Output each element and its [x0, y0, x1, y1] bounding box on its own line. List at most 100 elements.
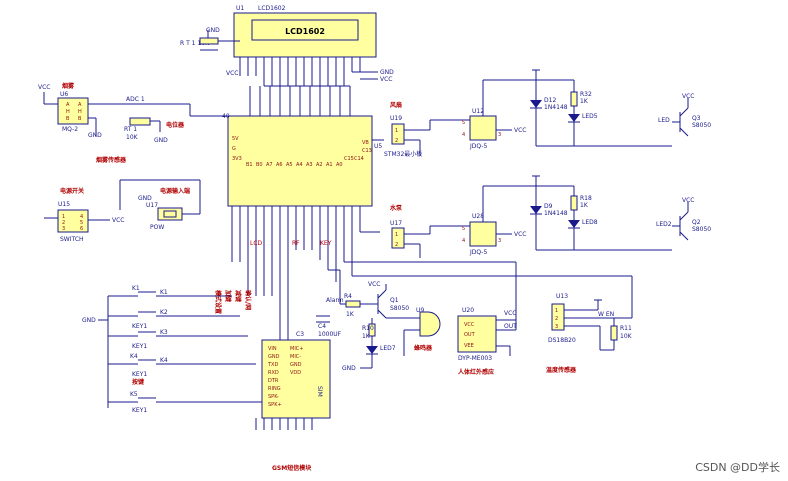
fan-relay-pin-4: 4	[462, 132, 465, 138]
stm32-board: 40 U5 STM32最小板 5V G 3V3 B1 B0 A7 A6 A5 A…	[189, 85, 422, 340]
stm32-body	[227, 115, 373, 207]
stm32-net-rf: RF	[292, 240, 300, 247]
ds18b20-pin-2: 2	[555, 316, 558, 322]
pump-connector	[391, 227, 405, 249]
stm32-pin-5v: 5V	[232, 136, 239, 142]
pir-vcc: VCC	[504, 310, 516, 317]
key-fn-1: 模式设置	[214, 290, 222, 314]
pump-res-val: 1K	[580, 202, 589, 209]
buzzer-vcc: VCC	[368, 281, 380, 288]
buzzer-symbol	[419, 311, 441, 337]
ds18b20-res-val: 10K	[620, 333, 633, 340]
buzzer-r10-ref: R10	[362, 325, 374, 332]
pir-pin-vee: VEE	[464, 343, 474, 349]
fan-transistor-ref: Q3	[692, 115, 701, 122]
rt1-gnd: GND	[154, 137, 168, 144]
mq2-vcc: VCC	[38, 84, 50, 91]
pump-pin-2: 2	[395, 242, 398, 248]
mq2-body	[57, 97, 89, 125]
stm32-pin-b1: B1	[246, 162, 253, 168]
fan-connector	[391, 123, 405, 145]
fan-relay-vcc: VCC	[514, 127, 526, 134]
lcd-screen	[251, 19, 359, 41]
pump-relay-pin-5: 5	[462, 226, 465, 232]
fan-res-ref: R32	[580, 91, 592, 98]
switch-model: SWITCH	[60, 236, 84, 243]
gsm-cap: C3	[296, 331, 304, 338]
fan-led-label: LED	[658, 117, 670, 124]
keys-gnd: GND	[82, 317, 96, 324]
buzzer-led-symbol	[366, 346, 378, 354]
gsm-model: SIM	[316, 386, 323, 397]
rt1-label: 电位器	[166, 121, 185, 129]
mq2-gnd: GND	[88, 132, 102, 139]
stm32-pin-3v3: 3V3	[232, 156, 242, 162]
stm32-pin-a2: A2	[316, 162, 323, 168]
buzzer-cap-ref: C4	[318, 323, 326, 330]
key-k5[interactable]: K5 KEY1	[108, 391, 264, 414]
switch-ref: U15	[58, 201, 70, 208]
rt1-body	[129, 117, 151, 126]
pump-relay-circuit: 水泵 U17 1 2 U28 5 4 3 JDQ-5 VCC D9 1N4148…	[390, 175, 711, 258]
pump-transistor-ref: Q2	[692, 219, 701, 226]
ds18b20-pin-3: 3	[555, 324, 558, 330]
key-k3[interactable]: KEY1 K3	[108, 329, 248, 350]
power-jack	[157, 207, 183, 221]
stm32-ref: U5	[374, 143, 382, 150]
gsm-module: SIM VIN GND TXD RXD DTR RING SPK- SPK+ M…	[255, 330, 331, 472]
pump-diode-model: 1N4148	[544, 210, 568, 217]
mq2-pin-a2: A	[78, 102, 82, 108]
power-model: POW	[150, 224, 164, 231]
buzzer-r4	[345, 300, 361, 308]
key-k2-name: K2	[160, 309, 168, 316]
key-k1[interactable]: K1 K1	[108, 285, 232, 297]
key-k2[interactable]: KEY1 K2	[108, 309, 240, 330]
key-fn-2: 加键	[224, 289, 232, 303]
pump-relay-body	[469, 221, 497, 247]
fan-diode-model: 1N4148	[544, 104, 568, 111]
key-k3-name: K3	[160, 329, 168, 336]
fan-transistor-model: S8050	[692, 122, 711, 129]
power-ref: U17	[146, 202, 158, 209]
mq2-pin-b2: B	[78, 116, 82, 122]
key-k4-label: K4	[160, 357, 168, 364]
pump-res-ref: R18	[580, 195, 592, 202]
fan-relay-body	[469, 115, 497, 141]
fan-diode-symbol	[530, 100, 542, 108]
fan-ref: U19	[390, 115, 402, 122]
ds18b20-sensor: U13 1 2 3 DS18B20 温度传感器 W EN R11 10K	[351, 236, 633, 374]
pump-relay-model: JDQ-5	[469, 249, 487, 256]
pir-pin-vcc: VCC	[464, 322, 475, 328]
pump-diode-ref: D9	[544, 203, 553, 210]
fan-title: 风扇	[390, 101, 402, 109]
buzzer-gnd: GND	[342, 365, 356, 372]
key-k4-ref: K4	[130, 353, 138, 360]
key-k4[interactable]: K4 KEY1 K4	[108, 353, 256, 378]
key-k1-name: K1	[160, 289, 168, 296]
ds18b20-net: W EN	[598, 311, 614, 318]
lcd-pot-label: R T 1 10K	[180, 40, 210, 47]
rt1-value: 10K	[126, 134, 139, 141]
ds18b20-model: DS18B20	[548, 337, 576, 344]
gsm-pin-gnd: GND	[268, 354, 280, 360]
buzzer-r4-val: 1K	[346, 311, 355, 318]
pump-led-symbol	[568, 220, 580, 228]
pump-ref: U17	[390, 220, 402, 227]
stm32-pin-c13: C13	[362, 148, 372, 154]
buzzer-r10-val: 1K	[362, 333, 371, 340]
pump-pin-1: 1	[395, 232, 398, 238]
gsm-pin-spkp: SPK+	[268, 402, 282, 408]
rt1-ref: RT 1	[124, 126, 137, 133]
stm32-pin-c14: C14	[354, 156, 364, 162]
pir-body	[457, 315, 497, 353]
stm32-pin-a4: A4	[296, 162, 303, 168]
gsm-pin-micp: MIC+	[290, 346, 303, 352]
fan-led-ref: LED5	[582, 113, 598, 120]
fan-diode-ref: D12	[544, 97, 556, 104]
lcd-pot	[199, 37, 219, 45]
stm32-pin-a6: A6	[276, 162, 283, 168]
fan-pin-2: 2	[395, 138, 398, 144]
fan-led-symbol	[568, 114, 580, 122]
stm32-pin-g: G	[232, 146, 236, 152]
